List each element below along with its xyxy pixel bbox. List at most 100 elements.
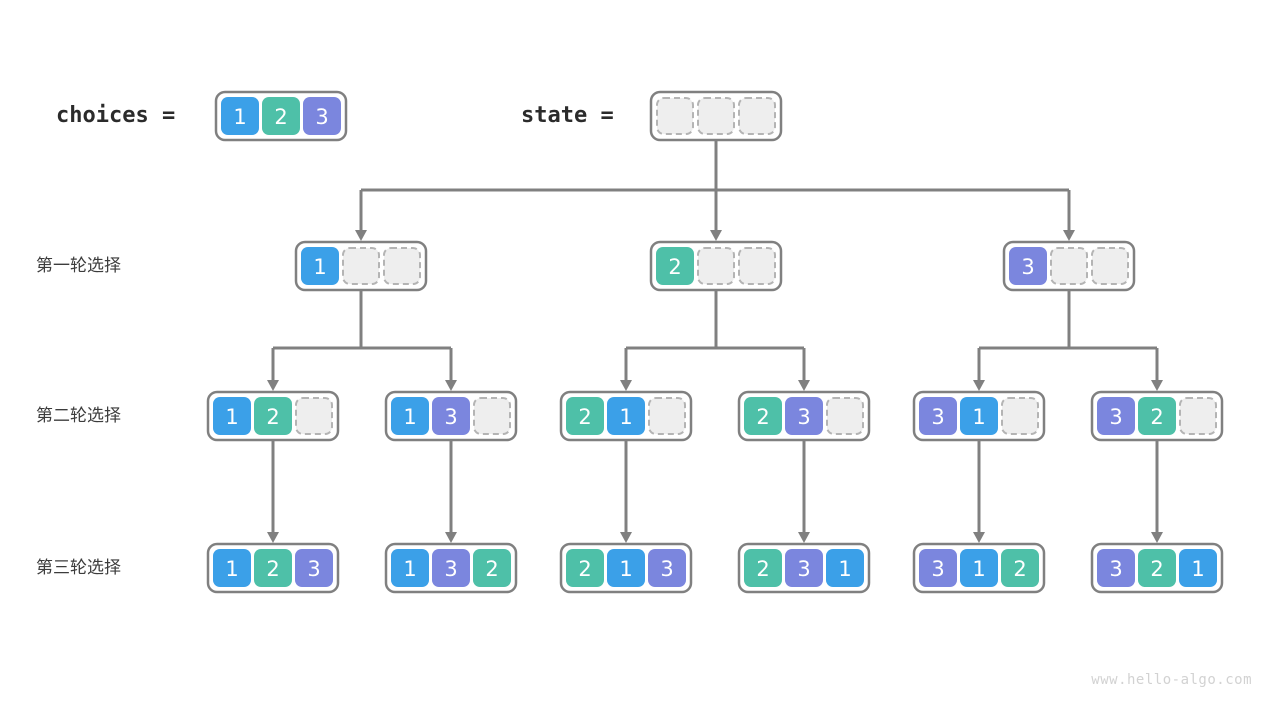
array-cell-filled [432, 549, 470, 587]
arrow-head [798, 532, 810, 543]
row-label-3: 第三轮选择 [36, 558, 121, 578]
array-cell-filled [566, 549, 604, 587]
array-cell-value: 2 [1013, 557, 1026, 581]
array-cell-empty [648, 397, 686, 435]
array-cell-filled [391, 397, 429, 435]
array-cell-value: 1 [225, 557, 238, 581]
array-cell-filled [744, 549, 782, 587]
array-cell-filled [473, 549, 511, 587]
node-level1-3: 3 [1002, 240, 1136, 292]
array-cell-filled [1138, 549, 1176, 587]
array-cell-filled [566, 397, 604, 435]
watermark: www.hello-algo.com [1091, 672, 1252, 688]
array-cell-empty [295, 397, 333, 435]
array-cell-empty [1001, 397, 1039, 435]
choices-array: 1 2 3 [214, 90, 348, 142]
array-cell-value: 2 [274, 105, 287, 129]
array-cell-filled [648, 549, 686, 587]
array-cell-value: 1 [403, 405, 416, 429]
array-cell-filled [785, 549, 823, 587]
state-array [649, 90, 783, 142]
node-level1-1: 1 [294, 240, 428, 292]
array-cell-empty [826, 397, 864, 435]
arrow-head [1063, 230, 1075, 241]
row-label-1: 第一轮选择 [36, 256, 121, 276]
array-cell-value: 1 [838, 557, 851, 581]
arrow-head [973, 380, 985, 391]
array-cell-filled [656, 247, 694, 285]
array-cell-value: 3 [444, 405, 457, 429]
array-cell-filled [960, 549, 998, 587]
array-cell-filled [607, 397, 645, 435]
array-cell-value: 3 [315, 105, 328, 129]
array-cell-filled [1097, 397, 1135, 435]
array-cell-filled [607, 549, 645, 587]
array-cell-filled [1138, 397, 1176, 435]
array-cell-empty [1050, 247, 1088, 285]
array-cell-value: 1 [313, 255, 326, 279]
array-cell-filled [213, 397, 251, 435]
array-cell-empty [473, 397, 511, 435]
array-cell-empty [738, 247, 776, 285]
node-level3-5: 3 1 2 [912, 542, 1046, 594]
array-cell-value: 3 [1109, 405, 1122, 429]
arrow-head [267, 380, 279, 391]
array-cell-value: 1 [972, 405, 985, 429]
choices-label: choices = [56, 103, 175, 128]
array-cell-filled [295, 549, 333, 587]
array-cell-value: 1 [233, 105, 246, 129]
arrow-head [620, 532, 632, 543]
array-cell-empty [738, 97, 776, 135]
array-cell-value: 2 [668, 255, 681, 279]
arrow-head [798, 380, 810, 391]
array-cell-empty [1179, 397, 1217, 435]
array-cell-value: 1 [619, 557, 632, 581]
array-cell-value: 3 [797, 557, 810, 581]
array-cell-value: 1 [403, 557, 416, 581]
array-cell-value: 3 [660, 557, 673, 581]
array-cell-filled [744, 397, 782, 435]
array-cell-value: 3 [797, 405, 810, 429]
array-cell-value: 1 [1191, 557, 1204, 581]
array-cell-value: 2 [1150, 405, 1163, 429]
array-cell-filled [391, 549, 429, 587]
array-cell-value: 2 [266, 405, 279, 429]
array-cell-filled [301, 247, 339, 285]
connector-layer [267, 140, 1163, 543]
array-cell-value: 1 [972, 557, 985, 581]
array-cell-filled [432, 397, 470, 435]
arrow-head [445, 532, 457, 543]
array-cell-value: 1 [225, 405, 238, 429]
array-cell-empty [342, 247, 380, 285]
array-cell-value: 1 [619, 405, 632, 429]
array-cell-empty [656, 97, 694, 135]
array-cell-value: 2 [756, 405, 769, 429]
array-cell-value: 3 [931, 405, 944, 429]
array-cell-empty [383, 247, 421, 285]
array-cell-filled [919, 397, 957, 435]
array-cell-empty [697, 247, 735, 285]
node-level1-2: 2 [649, 240, 783, 292]
array-cell-value: 2 [485, 557, 498, 581]
array-cell-filled [1001, 549, 1039, 587]
array-cell-value: 3 [444, 557, 457, 581]
array-cell-filled [1097, 549, 1135, 587]
array-cell-value: 2 [266, 557, 279, 581]
array-cell-value: 3 [1021, 255, 1034, 279]
array-cell-filled [826, 549, 864, 587]
array-cell-filled [262, 97, 300, 135]
arrow-head [355, 230, 367, 241]
array-cell-value: 3 [931, 557, 944, 581]
arrow-head [445, 380, 457, 391]
array-cell-filled [254, 397, 292, 435]
array-cell-value: 3 [1109, 557, 1122, 581]
arrow-head [1151, 532, 1163, 543]
state-label: state = [521, 103, 614, 128]
